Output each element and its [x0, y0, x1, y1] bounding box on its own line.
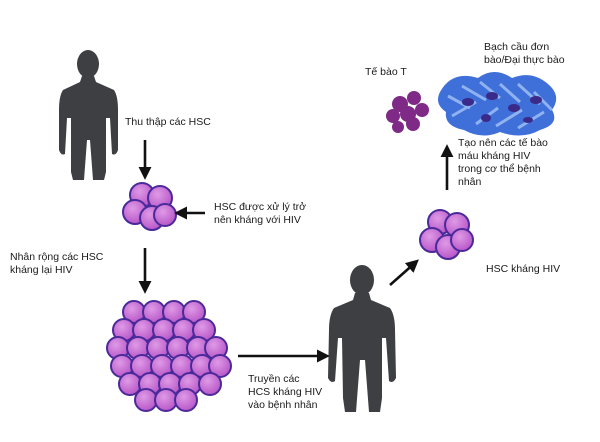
hsc-cell: [154, 388, 178, 412]
person-recipient-silhouette: [328, 265, 396, 412]
hsc-expanded-mass: [106, 300, 232, 412]
label-create-blood-cells: Tạo nên các tế bào máu kháng HIV trong c…: [458, 137, 548, 188]
hsc-cell: [208, 354, 232, 378]
hsc-cell: [174, 388, 198, 412]
hsc-cell: [182, 300, 206, 324]
arrow-to-hsc-diagonal: [389, 259, 419, 286]
hsc-cluster-collected: [122, 182, 177, 231]
hsc-cluster-resistant: [419, 209, 474, 260]
label-expand-hsc: Nhân rộng các HSC kháng lại HIV: [10, 251, 104, 276]
label-hsc-resistant: HSC kháng HIV: [486, 263, 561, 275]
label-collect-hsc: Thu thập các HSC: [125, 116, 211, 128]
hsc-cell: [134, 388, 158, 412]
label-t-cell: Tế bào T: [365, 66, 407, 78]
hsc-cell: [198, 372, 222, 396]
person-patient-silhouette: [59, 50, 118, 180]
t-cell-group: [386, 91, 429, 133]
label-hsc-treated: HSC được xử lý trở nên kháng với HIV: [214, 201, 307, 226]
label-infuse: Truyền các HCS kháng HIV vào bệnh nhân: [248, 373, 323, 411]
label-monocyte-macrophage: Bạch cầu đơn bào/Đại thực bào: [484, 41, 565, 66]
macrophage-group: [438, 72, 557, 136]
